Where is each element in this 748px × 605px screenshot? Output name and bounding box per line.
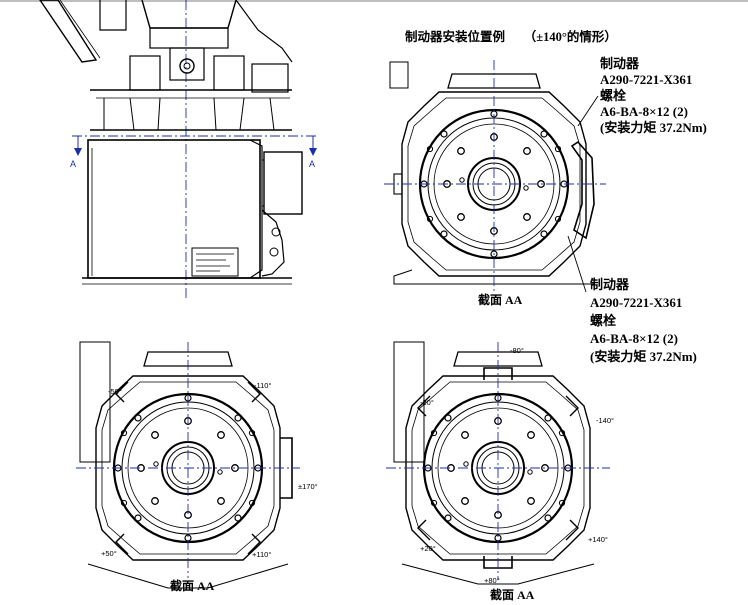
angle-label-plus110: +110° [252, 550, 272, 559]
brake-label-bottom: 制动器 A290-7221-X361 螺栓 A6-BA-8×12 (2) (安装… [590, 276, 697, 366]
torque-spec: (安装力矩 37.2Nm) [590, 349, 697, 364]
page-heading: 制动器安装位置例 （±140°的情形） [405, 30, 617, 44]
angle-label-plus50: +50° [101, 549, 117, 558]
caption-section-bottom-right: 截面 AA [490, 588, 535, 602]
bolt-part-number: A6-BA-8×12 (2) [590, 331, 678, 346]
angle-label-minus80: -80° [510, 346, 524, 355]
caption-section-bottom-left: 截面 AA [170, 579, 215, 593]
torque-spec: (安装力矩 37.2Nm) [600, 120, 707, 135]
brake-label-title: 制动器 [590, 277, 630, 292]
angle-label-plus140: +140° [588, 535, 608, 544]
bolt-label-title: 螺栓 [600, 88, 627, 103]
bolt-part-number: A6-BA-8×12 (2) [600, 104, 688, 119]
section-aa-right [386, 341, 610, 585]
caption-section-top: 截面 AA [478, 293, 523, 307]
brake-part-number: A290-7221-X361 [590, 295, 683, 310]
section-marker-right: A [309, 159, 316, 169]
section-aa-top [384, 60, 606, 292]
bolt-label-title: 螺栓 [590, 313, 617, 328]
side-view [39, 0, 317, 300]
section-aa-left [76, 341, 300, 589]
angle-label-pm170: ±170° [298, 482, 318, 491]
angle-label-plus20: +20° [420, 544, 436, 553]
brake-label-title: 制动器 [600, 56, 640, 71]
angle-label-minus20: -20° [420, 398, 434, 407]
brake-label-top: 制动器 A290-7221-X361 螺栓 A6-BA-8×12 (2) (安装… [600, 56, 707, 136]
angle-label-minus110: -110° [254, 381, 272, 390]
brake-part-number: A290-7221-X361 [600, 72, 693, 87]
angle-label-minus140: -140° [596, 416, 615, 425]
leader-line-bottom [567, 235, 587, 293]
angle-label-minus50: -50° [108, 387, 122, 396]
leader-line-top [577, 95, 599, 127]
section-marker-left: A [70, 159, 77, 169]
angle-label-plus80: +80° [484, 576, 500, 585]
